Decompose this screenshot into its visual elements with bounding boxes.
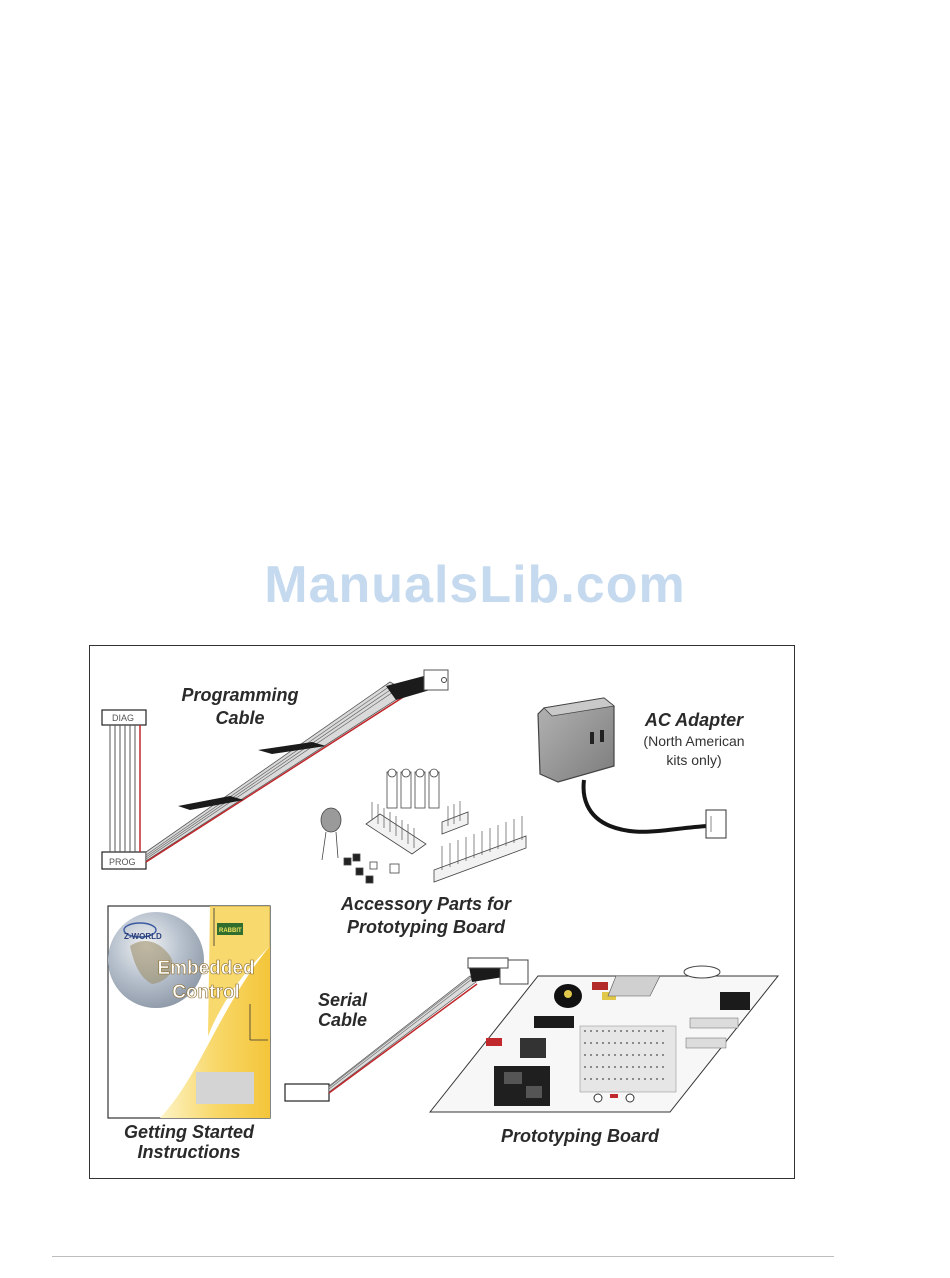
accessory-parts-label-line-1: Accessory Parts for [316, 893, 536, 916]
getting-started-label-line-1: Getting Started [110, 1122, 268, 1142]
kit-contents-figure: DIAG PROG [89, 645, 795, 1179]
ac-adapter-note: (North American kits only) [624, 732, 764, 770]
prog-label: PROG [109, 857, 136, 867]
prototyping-board [430, 966, 778, 1112]
booklet-badge: RABBIT [219, 928, 242, 934]
programming-cable-label: Programming Cable [168, 684, 312, 730]
programming-cable-label-line-1: Programming [168, 684, 312, 707]
getting-started-label: Getting Started Instructions [110, 1122, 268, 1162]
footer-rule [52, 1256, 834, 1257]
accessory-parts [321, 769, 526, 883]
getting-started-label-line-2: Instructions [110, 1142, 268, 1162]
booklet-logo: Z-WORLD [124, 932, 162, 941]
accessory-parts-label-line-2: Prototyping Board [316, 916, 536, 939]
programming-cable-label-line-2: Cable [168, 707, 312, 730]
serial-cable-label-line-2: Cable [318, 1010, 388, 1030]
ac-adapter-label: AC Adapter [624, 709, 764, 732]
serial-cable-label: Serial Cable [318, 990, 388, 1030]
prototyping-board-label: Prototyping Board [480, 1125, 680, 1148]
serial-cable-label-line-1: Serial [318, 990, 388, 1010]
diag-label: DIAG [112, 713, 134, 723]
booklet-title-line-1: Embedded [157, 958, 254, 979]
booklet-title-line-2: Control [172, 982, 240, 1003]
watermark-text: ManualsLib.com [0, 555, 950, 615]
getting-started-booklet: RABBIT Z-WORLD Embedded Control [108, 906, 270, 1118]
accessory-parts-label: Accessory Parts for Prototyping Board [316, 893, 536, 939]
ac-adapter-note-line-2: kits only) [624, 751, 764, 770]
ac-adapter-note-line-1: (North American [624, 732, 764, 751]
